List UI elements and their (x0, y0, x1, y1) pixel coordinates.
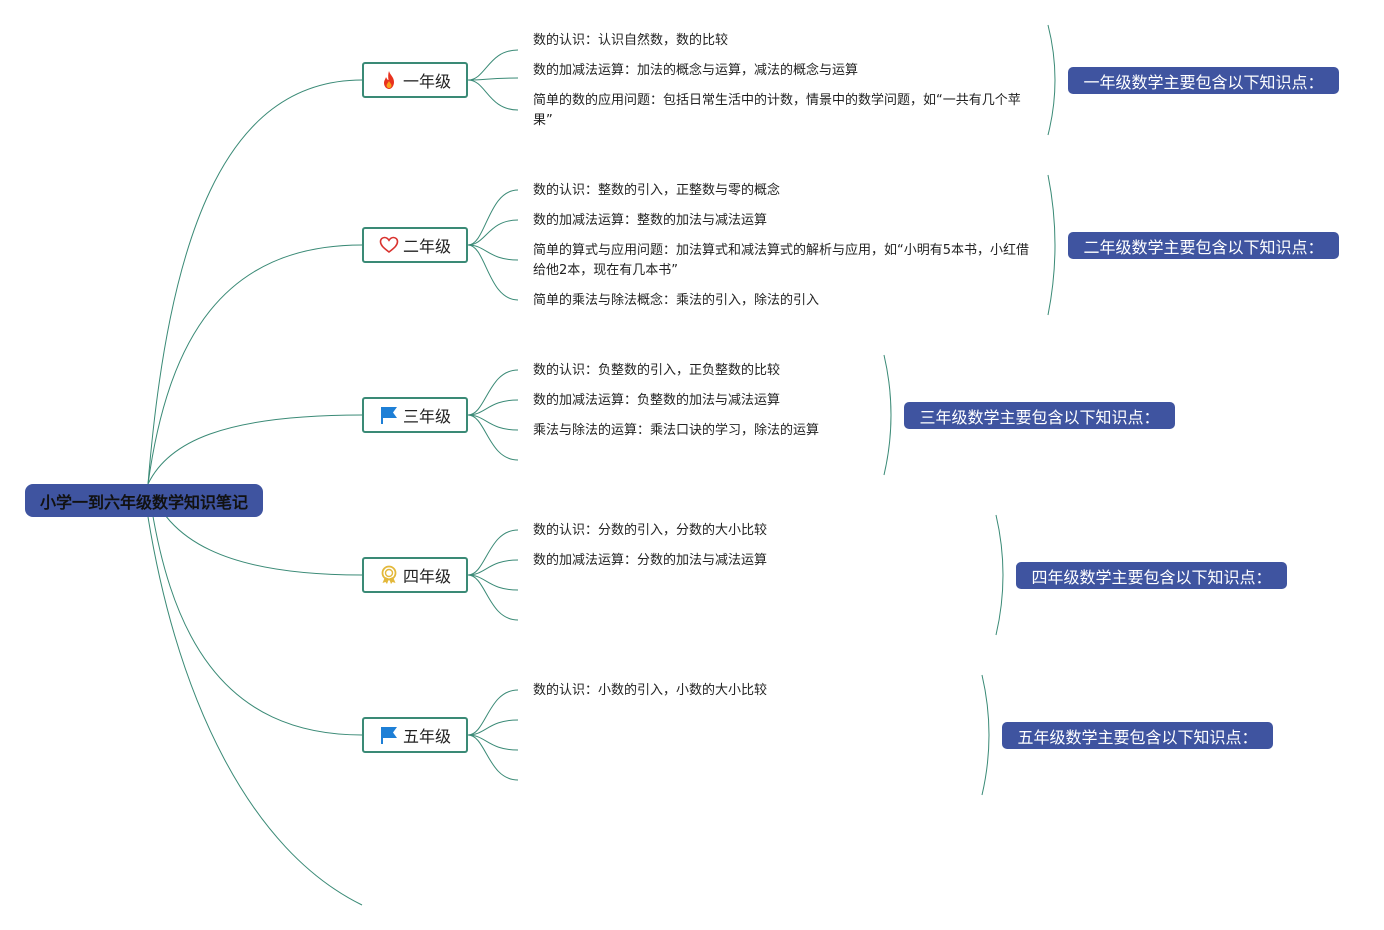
item-branch-line (467, 734, 519, 751)
item-branch-line (467, 574, 519, 621)
root-branch-line (147, 414, 363, 485)
summary-bracket (883, 354, 892, 476)
root-branch-line (147, 516, 363, 906)
knowledge-item: 数的加减法运算：整数的加法与减法运算 (533, 213, 768, 228)
item-branch-line (467, 529, 519, 576)
summary-node-2[interactable]: 二年级数学主要包含以下知识点： (1068, 232, 1339, 259)
grade-label: 五年级 (402, 727, 451, 746)
flag-icon (379, 725, 399, 745)
knowledge-item: 数的认识：分数的引入，分数的大小比较 (533, 523, 768, 538)
item-branch-line (467, 79, 519, 111)
summary-label: 三年级数学主要包含以下知识点： (919, 407, 1160, 427)
item-branch-line (467, 399, 519, 416)
summary-label: 一年级数学主要包含以下知识点： (1083, 72, 1324, 92)
knowledge-item: 简单的数的应用问题：包括日常生活中的计数，情景中的数学问题，如“一共有几个苹果” (533, 93, 1021, 128)
knowledge-item: 数的认识：负整数的引入，正负整数的比较 (533, 363, 781, 378)
knowledge-item: 数的认识：小数的引入，小数的大小比较 (533, 683, 768, 698)
grade-node-2[interactable]: 二年级 (362, 227, 468, 263)
item-branch-line (467, 49, 519, 81)
knowledge-item: 数的认识：认识自然数，数的比较 (533, 33, 729, 48)
item-branch-line (467, 414, 519, 431)
flag-icon (379, 405, 399, 425)
item-branch-line (467, 219, 519, 246)
item-branch-line (467, 244, 519, 301)
item-branch-line (467, 689, 519, 736)
grade-node-1[interactable]: 一年级 (362, 62, 468, 98)
fire-icon (379, 70, 399, 90)
knowledge-item: 数的加减法运算：加法的概念与运算，减法的概念与运算 (533, 63, 859, 78)
item-branch-line (467, 189, 519, 246)
knowledge-item: 数的加减法运算：负整数的加法与减法运算 (533, 393, 781, 408)
heart-icon (379, 235, 399, 255)
summary-bracket (995, 514, 1004, 636)
knowledge-item: 乘法与除法的运算：乘法口诀的学习，除法的运算 (533, 423, 820, 438)
grade-node-4[interactable]: 四年级 (362, 557, 468, 593)
summary-bracket (1047, 174, 1056, 316)
summary-node-3[interactable]: 三年级数学主要包含以下知识点： (904, 402, 1175, 429)
grade-label: 二年级 (402, 237, 451, 256)
summary-bracket (1047, 24, 1056, 136)
item-branch-line (467, 244, 519, 261)
summary-node-5[interactable]: 五年级数学主要包含以下知识点： (1002, 722, 1273, 749)
grade-node-5[interactable]: 五年级 (362, 717, 468, 753)
summary-label: 五年级数学主要包含以下知识点： (1017, 727, 1258, 747)
summary-bracket (981, 674, 990, 796)
summary-node-1[interactable]: 一年级数学主要包含以下知识点： (1068, 67, 1339, 94)
item-branch-line (467, 574, 519, 591)
grade-label: 一年级 (402, 72, 451, 91)
grade-label: 四年级 (402, 567, 451, 586)
item-branch-line (467, 719, 519, 736)
root-branch-line (147, 79, 363, 485)
knowledge-item: 简单的乘法与除法概念：乘法的引入，除法的引入 (533, 293, 820, 308)
medal-icon (379, 565, 399, 585)
knowledge-item: 数的认识：整数的引入，正整数与零的概念 (533, 183, 781, 198)
summary-node-4[interactable]: 四年级数学主要包含以下知识点： (1016, 562, 1287, 589)
summary-label: 二年级数学主要包含以下知识点： (1083, 237, 1324, 257)
item-branch-line (467, 77, 519, 81)
item-branch-line (467, 734, 519, 781)
grade-label: 三年级 (402, 407, 451, 426)
item-branch-line (467, 369, 519, 416)
summary-label: 四年级数学主要包含以下知识点： (1031, 567, 1272, 587)
grade-node-3[interactable]: 三年级 (362, 397, 468, 433)
root-branch-line (147, 244, 363, 485)
knowledge-item: 数的加减法运算：分数的加法与减法运算 (533, 553, 768, 568)
root-branch-line (147, 483, 363, 736)
root-topic-label: 小学一到六年级数学知识笔记 (39, 492, 248, 512)
item-branch-line (467, 414, 519, 461)
root-topic[interactable]: 小学一到六年级数学知识笔记 (25, 484, 263, 517)
item-branch-line (467, 559, 519, 576)
knowledge-item: 简单的算式与应用问题：加法算式和减法算式的解析与应用，如“小明有5本书，小红借给… (533, 243, 1030, 278)
